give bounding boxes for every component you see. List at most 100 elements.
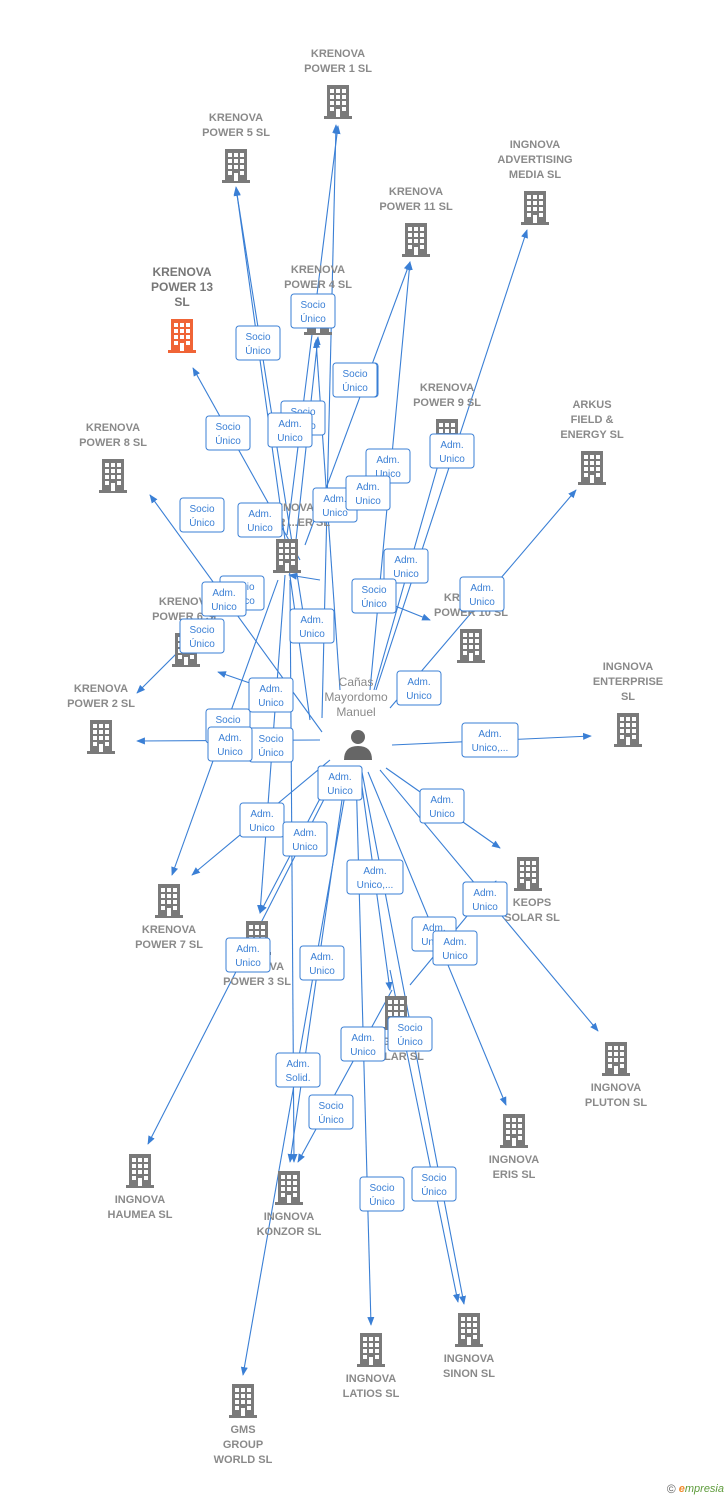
edge-label-l21[interactable]: Adm.Unico,... — [461, 722, 519, 758]
edge-label-l17[interactable]: Adm.Unico — [289, 608, 335, 644]
edge-label-text: Unico — [247, 523, 273, 534]
edge-label-text: Adm. — [286, 1059, 309, 1070]
edge-label-text: Unico — [393, 569, 419, 580]
building-icon — [168, 319, 196, 353]
edge-label-l28[interactable]: Adm.Unico — [419, 788, 465, 824]
edge-label-l36[interactable]: Adm.Solid. — [275, 1052, 321, 1088]
edge-label-l31[interactable]: Adm.Unico — [282, 821, 328, 857]
edge-label-l24[interactable]: Adm.Unico — [248, 677, 294, 713]
edge-label-text: Socio — [215, 715, 240, 726]
edge-label-box — [248, 677, 294, 713]
edge-label-box — [299, 945, 345, 981]
company-name-line: POWER 7 SL — [135, 939, 203, 951]
edge-label-text: Adm. — [422, 923, 445, 934]
empresia-logo[interactable]: empresia — [678, 1483, 724, 1495]
edge-label-text: Adm. — [470, 583, 493, 594]
edge-label-l16[interactable]: Adm. Unico — [383, 548, 429, 584]
edge-label-l20[interactable]: Adm.Unico — [396, 670, 442, 706]
edge-label-box — [387, 1016, 433, 1052]
edge-label-text: Socio — [245, 332, 270, 343]
edge-label-l44[interactable]: Adm.Unico — [462, 881, 508, 917]
edge-label-box — [351, 578, 397, 614]
edge-label-text: Unico — [235, 958, 261, 969]
company-name-line: KRENOVA — [142, 924, 196, 936]
edge-label-text: Adm. — [440, 440, 463, 451]
company-name-line: KRENOVA — [74, 683, 128, 695]
company-name-line: POWER 11 SL — [379, 201, 453, 213]
edge-label-text: Unico — [249, 823, 275, 834]
company-name-line: ERIS SL — [493, 1169, 536, 1181]
edge-label-l9[interactable]: Adm.Unico — [429, 433, 475, 469]
edge-label-l26[interactable]: Adm.Unico — [207, 726, 253, 762]
edge-label-l30[interactable]: Adm.Unico — [239, 802, 285, 838]
edge-label-l37[interactable]: Adm.Unico — [299, 945, 345, 981]
edge-label-l13[interactable]: Adm.Unico — [237, 502, 283, 538]
company-node-ieris[interactable]: INGNOVA ERIS SL — [489, 1114, 540, 1181]
company-name-line: INGNOVA — [489, 1154, 540, 1166]
edge-label-l29[interactable]: Adm.Unico,... — [346, 859, 404, 895]
edge-label-l12[interactable]: Adm.Unico — [345, 475, 391, 511]
edge-label-text: Socio — [300, 300, 325, 311]
building-icon — [155, 884, 183, 918]
edge-label-box — [346, 859, 404, 895]
edge-label-l19[interactable]: Adm.Unico — [459, 576, 505, 612]
edge-label-box — [308, 1094, 354, 1130]
building-icon — [614, 713, 642, 747]
edge-label-box — [201, 581, 247, 617]
edge-label-box — [237, 502, 283, 538]
company-name-line: INGNOVA — [444, 1353, 495, 1365]
company-name-line: MEDIA SL — [509, 169, 561, 181]
building-icon — [324, 85, 352, 119]
edge-label-l43[interactable]: Adm.Unico — [317, 765, 363, 801]
edge-label-text: Adm. — [394, 555, 417, 566]
edge-label-text: Único — [421, 1185, 447, 1198]
edge-label-text: Unico — [429, 809, 455, 820]
edge-label-box — [267, 412, 313, 448]
building-icon — [602, 1042, 630, 1076]
company-name-line: KRENOVA — [209, 112, 263, 124]
edge-label-l34[interactable]: Adm.Unico — [432, 930, 478, 966]
building-icon — [229, 1384, 257, 1418]
company-node-kp7[interactable]: KRENOVA POWER 7 SL — [135, 884, 203, 951]
company-name-line: FIELD & — [571, 414, 614, 426]
edge-label-box — [432, 930, 478, 966]
edge-label-l35[interactable]: Adm.Unico — [225, 937, 271, 973]
edge-label-l38[interactable]: Adm.Unico — [340, 1026, 386, 1062]
edge-label-box — [396, 670, 442, 706]
edge-label-text: Único — [342, 381, 368, 394]
edge-label-l6[interactable]: Adm.Unico — [267, 412, 313, 448]
edge-label-l15[interactable]: Adm.Unico — [201, 581, 247, 617]
company-name-line: KONZOR SL — [257, 1226, 322, 1238]
